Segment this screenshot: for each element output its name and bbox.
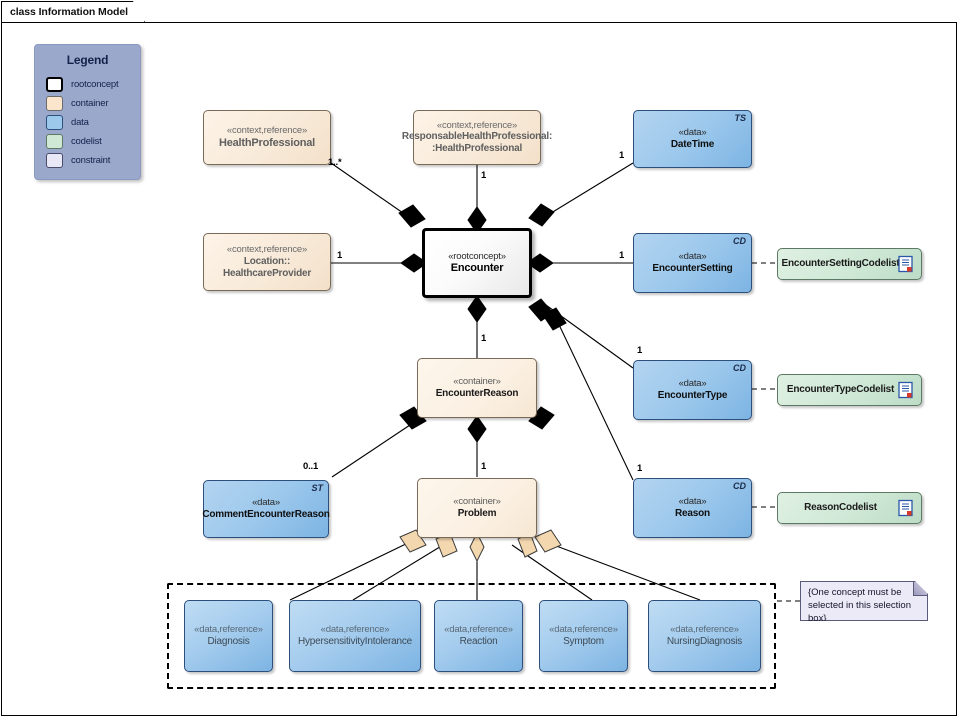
class-name: Reaction <box>459 635 498 647</box>
constraint-note: {One concept must be selected in this se… <box>800 581 928 621</box>
class-encounter[interactable]: «rootconcept» Encounter <box>422 228 532 298</box>
stereotype-label: «data,reference» <box>320 624 390 636</box>
class-name: CommentEncounterReason <box>202 508 330 520</box>
class-name: ReasonCodelist <box>804 501 877 513</box>
class-symptom[interactable]: «data,reference» Symptom <box>539 600 628 672</box>
legend-title: Legend <box>66 53 109 67</box>
multiplicity-encounterreason-problem: 1 <box>481 461 487 472</box>
type-tag: CD <box>733 363 746 373</box>
stereotype-label: «container» <box>453 496 501 508</box>
legend-panel: Legend rootconcept container data codeli… <box>34 44 141 180</box>
type-tag: CD <box>733 236 746 246</box>
type-tag: CD <box>733 481 746 491</box>
note-line-1: {One concept must be <box>808 587 902 598</box>
class-name: Symptom <box>563 635 604 647</box>
legend-item-rootconcept: rootconcept <box>46 75 140 94</box>
class-name: EncounterType <box>657 389 728 401</box>
legend-swatch-container <box>46 96 63 111</box>
selection-box <box>167 583 776 689</box>
multiplicity-encounter-reason-data: 1 <box>637 463 643 474</box>
stereotype-label: «data,reference» <box>670 624 739 636</box>
legend-item-container: container <box>46 94 140 113</box>
class-name: Encounter <box>450 262 504 275</box>
class-name: HealthProfessional <box>218 136 316 149</box>
legend-label-data: data <box>71 117 89 128</box>
class-name: ResponsableHealthProfessional: <box>401 131 553 143</box>
class-name: EncounterSettingCodelist <box>781 257 900 269</box>
class-name-qualifier: :HealthProfessional <box>431 143 523 155</box>
stereotype-label: «data,reference» <box>194 624 263 636</box>
class-reaction[interactable]: «data,reference» Reaction <box>434 600 523 672</box>
class-location-healthcare-provider[interactable]: «context,reference» Location:: Healthcar… <box>203 233 331 291</box>
class-datetime[interactable]: TS «data» DateTime <box>633 110 752 168</box>
class-nursing-diagnosis[interactable]: «data,reference» NursingDiagnosis <box>648 600 761 672</box>
class-name: Diagnosis <box>207 635 250 647</box>
class-name: EncounterTypeCodelist <box>786 383 895 395</box>
multiplicity-encounter-encounterreason: 1 <box>481 333 487 344</box>
type-tag: ST <box>311 483 323 493</box>
legend-swatch-constraint <box>46 153 63 168</box>
multiplicity-responsable-encounter: 1 <box>481 170 487 181</box>
stereotype-label: «data» <box>252 497 280 509</box>
class-name: Reason <box>675 507 710 519</box>
type-tag: TS <box>734 113 746 123</box>
stereotype-label: «data,reference» <box>549 624 618 636</box>
legend-swatch-codelist <box>46 134 63 149</box>
multiplicity-encounterreason-comment: 0..1 <box>303 461 319 472</box>
stereotype-label: «data» <box>678 251 707 263</box>
class-encounter-setting-codelist[interactable]: EncounterSettingCodelist <box>777 248 922 280</box>
class-diagnosis[interactable]: «data,reference» Diagnosis <box>184 600 273 672</box>
class-encounter-type[interactable]: CD «data» EncounterType <box>633 360 752 420</box>
stereotype-label: «data» <box>678 496 707 508</box>
document-icon <box>898 381 913 399</box>
stereotype-label: «context,reference» <box>436 119 518 131</box>
legend-item-data: data <box>46 113 140 132</box>
class-health-professional[interactable]: «context,reference» HealthProfessional <box>203 110 331 165</box>
stereotype-label: «context,reference» <box>226 244 308 256</box>
class-encounter-type-codelist[interactable]: EncounterTypeCodelist <box>777 374 922 406</box>
multiplicity-location-encounter: 1 <box>337 250 343 261</box>
legend-label-codelist: codelist <box>71 136 102 147</box>
class-encounter-setting[interactable]: CD «data» EncounterSetting <box>633 233 752 293</box>
class-reason[interactable]: CD «data» Reason <box>633 478 752 538</box>
class-comment-encounter-reason[interactable]: ST «data» CommentEncounterReason <box>202 480 330 538</box>
stereotype-label: «data» <box>678 127 707 139</box>
class-name: HypersensitivityIntolerance <box>297 635 413 647</box>
diagram-title-tab: class Information Model <box>1 1 145 22</box>
multiplicity-encounter-setting: 1 <box>619 250 625 261</box>
class-name: DateTime <box>670 138 715 150</box>
legend-item-codelist: codelist <box>46 132 140 151</box>
class-name: NursingDiagnosis <box>666 635 743 647</box>
legend-label-constraint: constraint <box>71 155 111 166</box>
legend-swatch-data <box>46 115 63 130</box>
stereotype-label: «container» <box>453 376 501 388</box>
multiplicity-encounter-datetime: 1 <box>619 150 625 161</box>
multiplicity-encounter-type: 1 <box>637 345 643 356</box>
stereotype-label: «data» <box>678 378 707 390</box>
multiplicity-hp-encounter: 1..* <box>328 157 342 168</box>
class-name: EncounterReason <box>435 387 519 399</box>
diagram-title: class Information Model <box>10 6 128 18</box>
legend-swatch-rootconcept <box>46 77 63 92</box>
class-problem[interactable]: «container» Problem <box>417 478 537 538</box>
class-hypersensitivity-intolerance[interactable]: «data,reference» HypersensitivityIntoler… <box>289 600 421 672</box>
document-icon <box>898 255 913 273</box>
class-name-qualifier: HealthcareProvider <box>222 267 312 279</box>
class-responsable-health-professional[interactable]: «context,reference» ResponsableHealthPro… <box>402 110 552 165</box>
class-name: Problem <box>457 507 497 519</box>
class-name: Location:: <box>243 255 291 267</box>
legend-label-rootconcept: rootconcept <box>71 79 119 90</box>
legend-items: rootconcept container data codelist cons… <box>46 75 140 170</box>
legend-label-container: container <box>71 98 109 109</box>
stereotype-label: «context,reference» <box>226 125 308 136</box>
legend-item-constraint: constraint <box>46 151 140 170</box>
document-icon <box>898 499 913 517</box>
note-line-2: selected in this selection box} <box>808 599 911 624</box>
class-encounter-reason[interactable]: «container» EncounterReason <box>417 358 537 418</box>
class-name: EncounterSetting <box>652 262 733 274</box>
class-reason-codelist[interactable]: ReasonCodelist <box>777 492 922 524</box>
stereotype-label: «rootconcept» <box>448 250 506 262</box>
stereotype-label: «data,reference» <box>444 624 513 636</box>
